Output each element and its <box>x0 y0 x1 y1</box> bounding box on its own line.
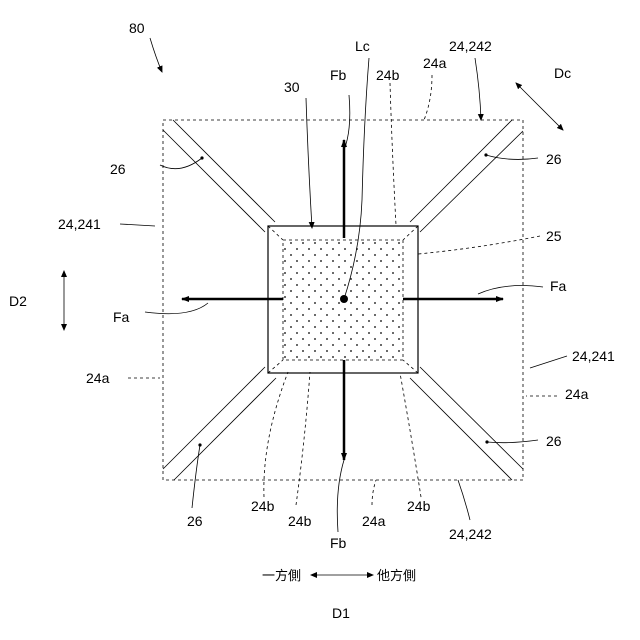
label-frame-left: 24,241 <box>58 216 101 232</box>
label-edge-b-bl1: 24b <box>251 498 275 514</box>
label-dc: Dc <box>554 65 571 81</box>
label-rib-br: 26 <box>546 433 562 449</box>
label-rib-tl: 26 <box>110 161 126 177</box>
label-other-side: 他方側 <box>377 568 416 584</box>
label-edge-b-top: 24b <box>376 67 400 83</box>
label-frame-right: 24,241 <box>572 348 615 364</box>
label-member-25: 25 <box>546 228 562 244</box>
label-edge-a-left: 24a <box>86 370 110 386</box>
label-rib-tr: 26 <box>546 151 562 167</box>
label-force-fb-bottom: Fb <box>330 535 347 551</box>
rib-bottom-left <box>163 367 276 480</box>
label-rib-bl: 26 <box>187 513 203 529</box>
label-device-80: 80 <box>129 20 145 36</box>
rib-bottom-right <box>410 367 523 480</box>
label-edge-b-br: 24b <box>407 498 431 514</box>
rib-top-left <box>163 120 275 232</box>
label-frame-bottom: 24,242 <box>449 526 492 542</box>
label-edge-a-right: 24a <box>565 386 589 402</box>
label-edge-a-top: 24a <box>423 55 447 71</box>
label-edge-b-bl2: 24b <box>288 513 312 529</box>
label-one-side: 一方側 <box>262 568 301 584</box>
label-d2: D2 <box>9 293 27 309</box>
rib-top-right <box>410 120 523 232</box>
label-edge-a-bottom: 24a <box>362 513 386 529</box>
label-force-fa-right: Fa <box>550 278 567 294</box>
label-center-line: Lc <box>355 38 370 54</box>
label-force-fb-top: Fb <box>330 67 347 83</box>
label-frame-top: 24,242 <box>449 38 492 54</box>
label-film-30: 30 <box>284 79 300 95</box>
label-force-fa-left: Fa <box>113 309 130 325</box>
label-d1: D1 <box>332 605 350 621</box>
